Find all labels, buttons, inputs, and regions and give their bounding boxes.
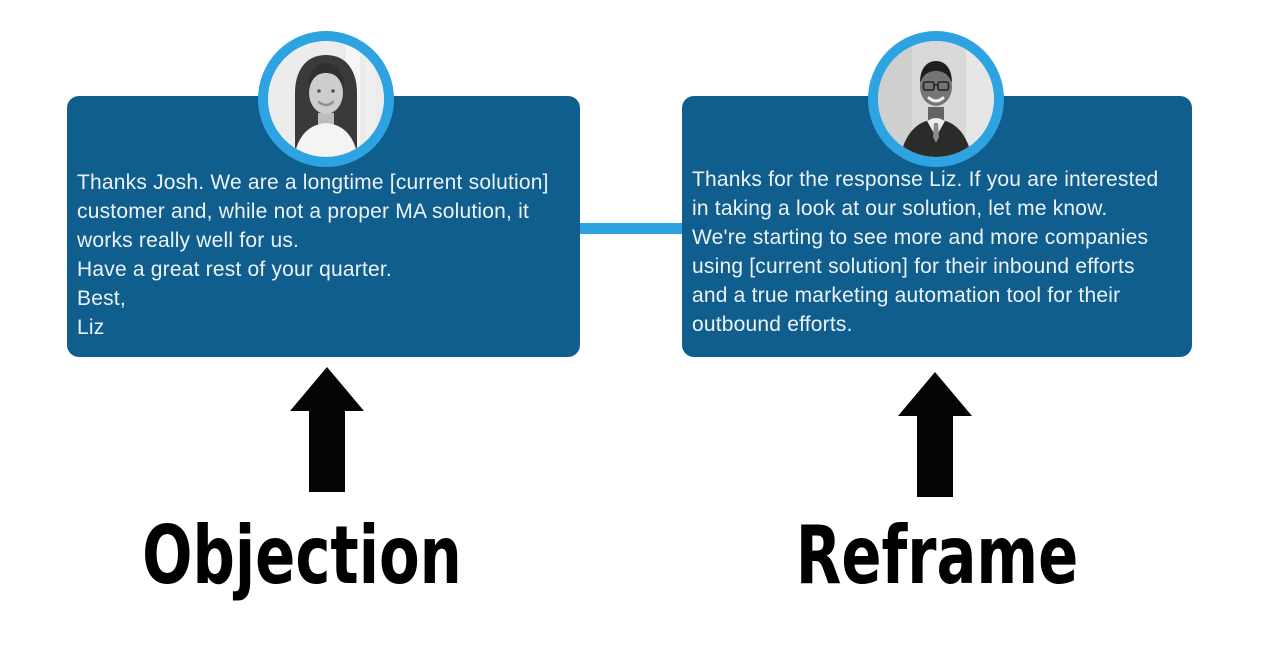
up-arrow-glyph xyxy=(290,367,364,492)
up-arrow-icon xyxy=(290,367,364,492)
reframe-message-text: Thanks for the response Liz. If you are … xyxy=(692,168,1159,336)
reframe-label: Reframe xyxy=(795,509,1079,602)
objection-label: Objection xyxy=(142,509,462,602)
up-arrow-glyph xyxy=(898,372,972,497)
man-avatar xyxy=(868,31,1004,167)
man-portrait-icon xyxy=(878,41,994,157)
connector-line xyxy=(575,223,687,234)
woman-portrait-icon xyxy=(268,41,384,157)
objection-message-text: Thanks Josh. We are a longtime [current … xyxy=(77,171,549,339)
woman-avatar xyxy=(258,31,394,167)
up-arrow-icon xyxy=(898,372,972,497)
